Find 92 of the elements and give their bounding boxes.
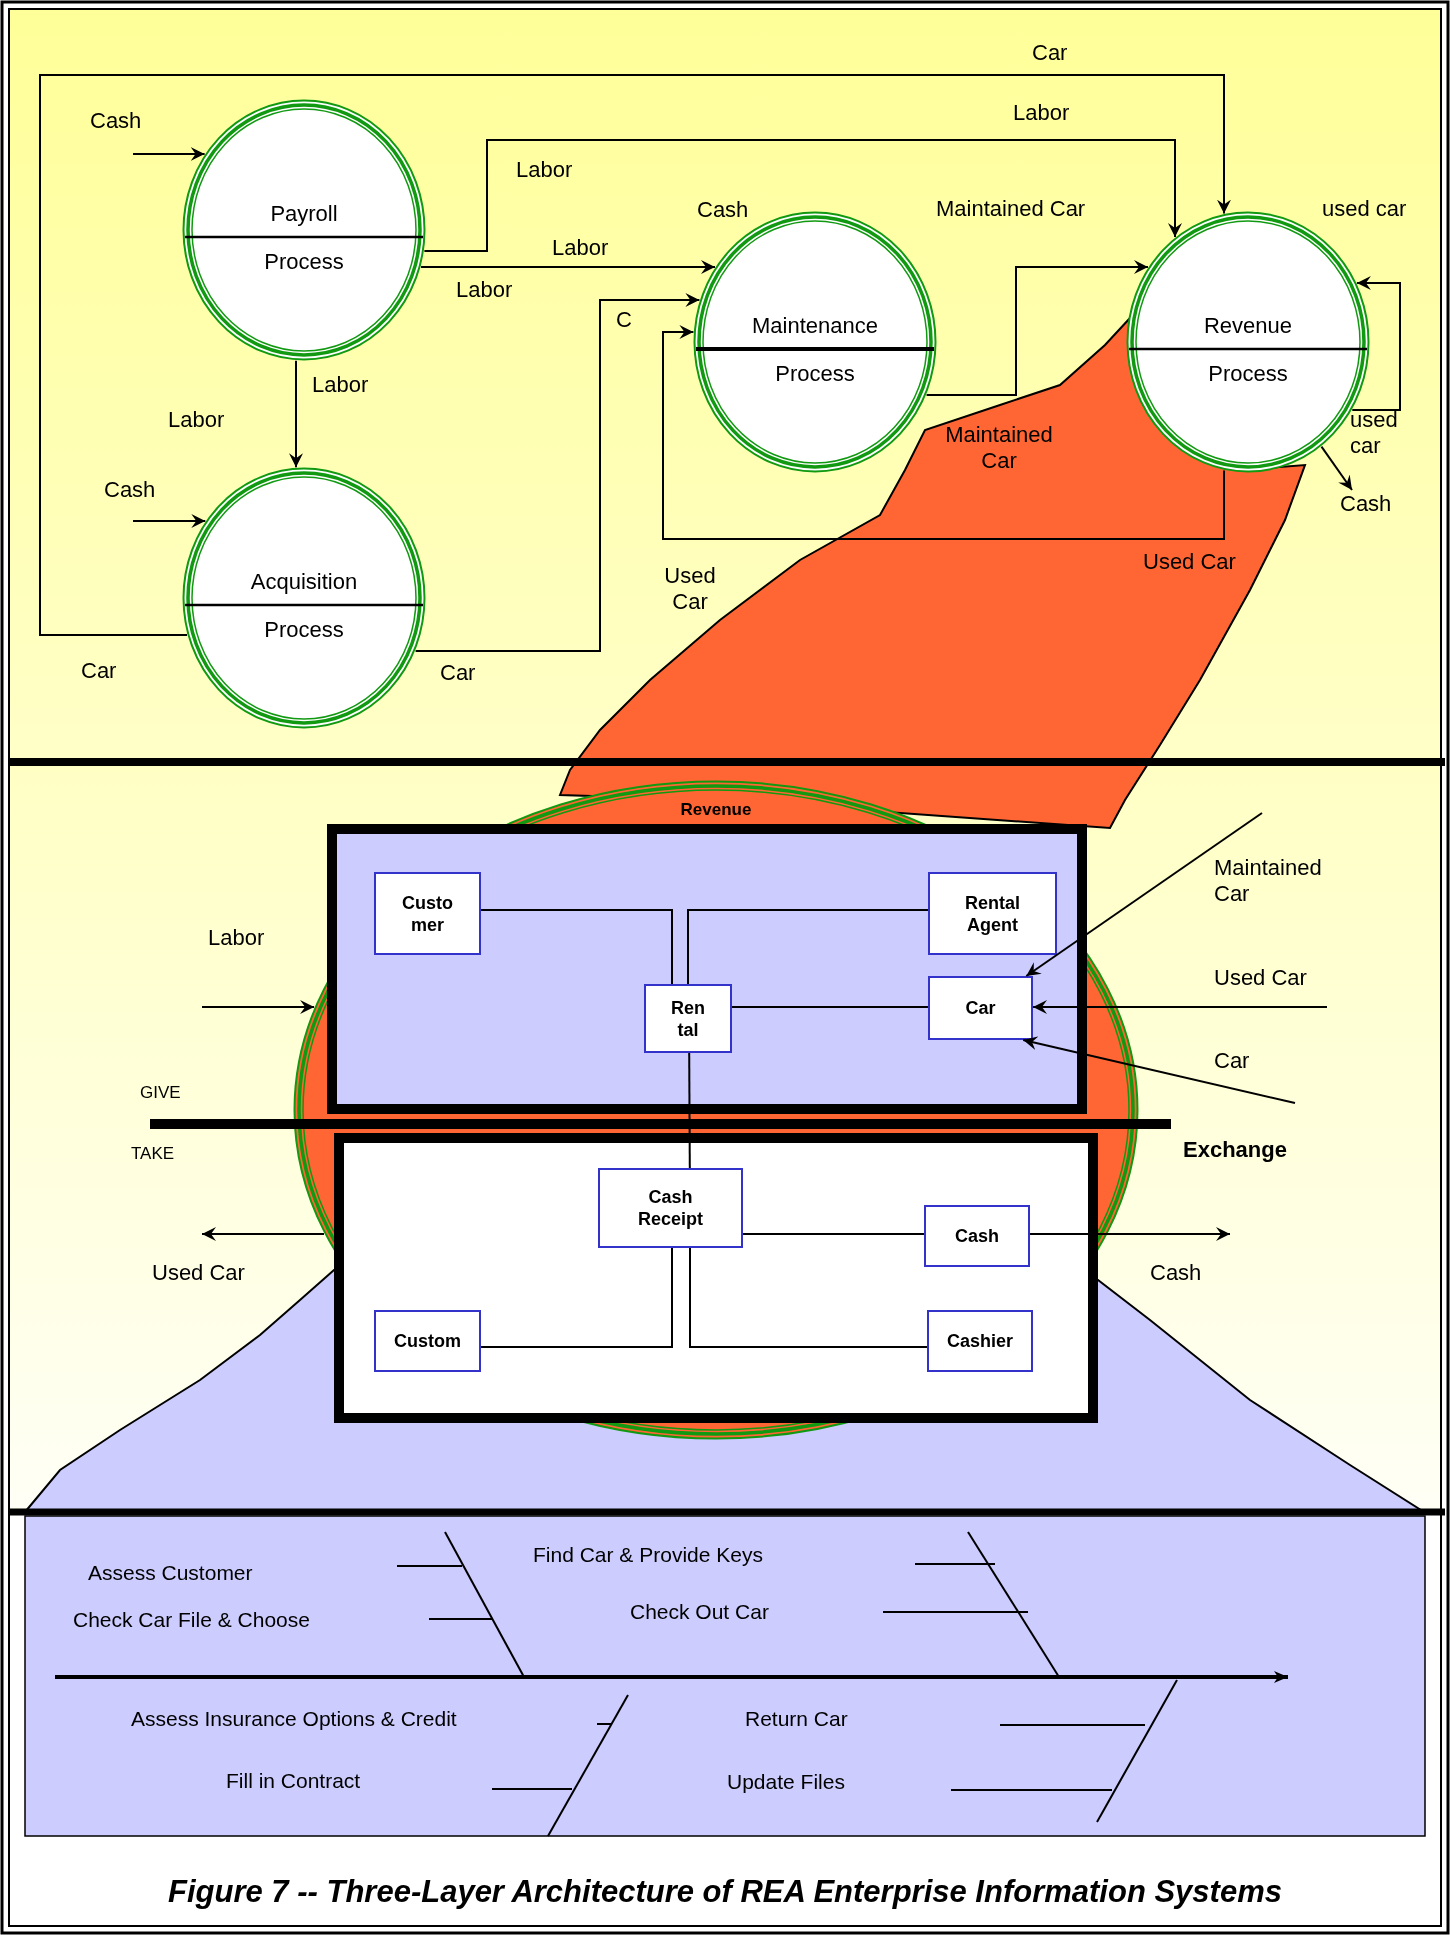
edge-label: Used Car (1143, 549, 1236, 575)
activity-label: Check Out Car (630, 1599, 769, 1624)
entity-box (924, 1205, 1030, 1267)
connector-line (687, 909, 929, 985)
entity-box (928, 872, 1057, 955)
activity-label: Find Car & Provide Keys (533, 1542, 763, 1567)
edge-label: Car (1032, 40, 1068, 66)
process-name: Acquisition (249, 569, 359, 595)
flow-label: used car (1322, 196, 1407, 222)
arrow (132, 147, 206, 161)
edge-label: Maintained Car (936, 196, 1086, 222)
arrow (1351, 276, 1401, 411)
edge-label: Labor (208, 925, 265, 951)
entity-box (644, 984, 732, 1053)
arrow (423, 139, 1182, 252)
entity-box (598, 1168, 743, 1248)
connector-line (731, 1006, 929, 1008)
edge-label: Cash (90, 108, 142, 134)
entity-name: Cashier (946, 1330, 1013, 1352)
entity-name: Cash (955, 1225, 999, 1247)
activity-label: Assess Customer (88, 1560, 253, 1585)
give-label: GIVE (140, 1082, 181, 1103)
arrow (1029, 1227, 1231, 1241)
entity-box (374, 872, 481, 955)
event-name: Revenue (679, 800, 753, 820)
process-subtitle: Process (1207, 361, 1289, 387)
event-ellipse (293, 780, 1139, 1440)
flow-label: Cash (697, 197, 749, 223)
activity-label: Update Files (727, 1769, 845, 1794)
flow-label: C (616, 307, 632, 333)
edge-label: Cash (104, 477, 156, 503)
entity-name: Custom (394, 1330, 461, 1352)
process-name: Payroll (269, 201, 339, 227)
edge-label: Labor (312, 372, 369, 398)
entity-box (374, 1310, 481, 1372)
connector-line (480, 909, 673, 985)
arrow (1025, 812, 1263, 977)
process-circle (182, 99, 426, 361)
connector-line (480, 1247, 673, 1348)
connector-line (689, 1247, 928, 1348)
activity-label: Fill in Contract (226, 1768, 361, 1793)
process-subtitle: Process (263, 617, 345, 643)
flow-label: Labor (168, 407, 225, 433)
edge-label: Maintained Car (1214, 855, 1323, 907)
entity-name: Car (965, 997, 996, 1019)
entity-box (928, 976, 1033, 1040)
arrow (39, 74, 1231, 636)
arrow (1032, 1000, 1328, 1014)
edge-label: Cash (1340, 491, 1392, 517)
process-circle (182, 467, 426, 729)
arrow (925, 260, 1149, 396)
entity-name: Ren tal (670, 996, 706, 1041)
arrow (201, 1000, 316, 1014)
entity-box (927, 1310, 1033, 1372)
edge-label: Used Car (1214, 965, 1307, 991)
edge-label: Labor (552, 235, 609, 261)
edge-label: Labor (1013, 100, 1070, 126)
edge-label: Car (1214, 1048, 1250, 1074)
process-name: Maintenance (751, 313, 879, 339)
arrow (1022, 1036, 1296, 1104)
process-subtitle: Process (774, 361, 856, 387)
connector-line (742, 1233, 925, 1235)
arrow (1320, 445, 1353, 491)
arrow (420, 260, 716, 274)
entity-name: Cash Receipt (637, 1186, 704, 1230)
edge-label: Car (440, 660, 476, 686)
process-subtitle: Process (263, 249, 345, 275)
arrow (289, 359, 303, 469)
activity-label: Return Car (745, 1706, 848, 1731)
arrow (662, 325, 1225, 540)
edge-label: Cash (1150, 1260, 1202, 1286)
connector-line (688, 1052, 691, 1169)
take-label: TAKE (131, 1143, 175, 1164)
flow-label: Used Car (663, 563, 717, 615)
flow-label: Labor (516, 157, 573, 183)
arrow (201, 1227, 325, 1241)
edge-label: used car (1350, 407, 1399, 459)
arrow (414, 293, 701, 652)
figure-caption: Figure 7 -- Three-Layer Architecture of REA Enterprise Information Systems (167, 1874, 1283, 1910)
arrow (132, 514, 207, 528)
activity-label: Assess Insurance Options & Credit (131, 1706, 457, 1731)
activity-label: Check Car File & Choose (73, 1607, 310, 1632)
layer-panel (334, 1133, 1098, 1423)
exchange-label: Exchange (1183, 1137, 1287, 1163)
process-name: Revenue (1202, 313, 1294, 339)
flow-label: Car (81, 658, 117, 684)
entity-name: Custo mer (401, 891, 454, 936)
entity-name: Rental Agent (964, 891, 1021, 936)
flow-label: Labor (456, 277, 513, 303)
layer-panel (327, 824, 1087, 1114)
flow-label: Maintained Car (944, 422, 1054, 474)
edge-label: Used Car (152, 1260, 245, 1286)
